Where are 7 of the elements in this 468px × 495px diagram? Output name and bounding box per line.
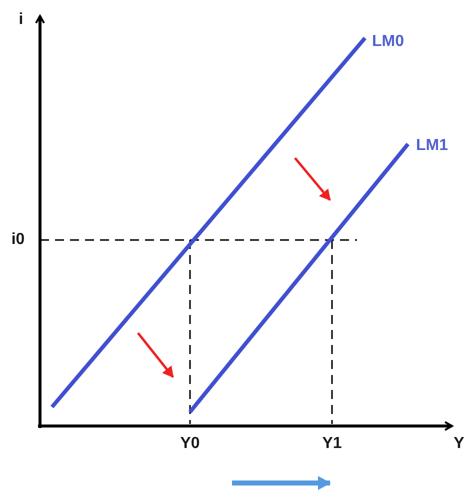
curve-label: LM0 [372,33,404,51]
curve-label: LM1 [416,137,448,155]
axis-label: Y [454,435,464,453]
axis-tick-label: Y0 [180,435,200,453]
axis-tick-label: i0 [11,231,25,249]
axis-label: i [18,11,24,29]
axis-tick-label: Y1 [322,435,342,453]
